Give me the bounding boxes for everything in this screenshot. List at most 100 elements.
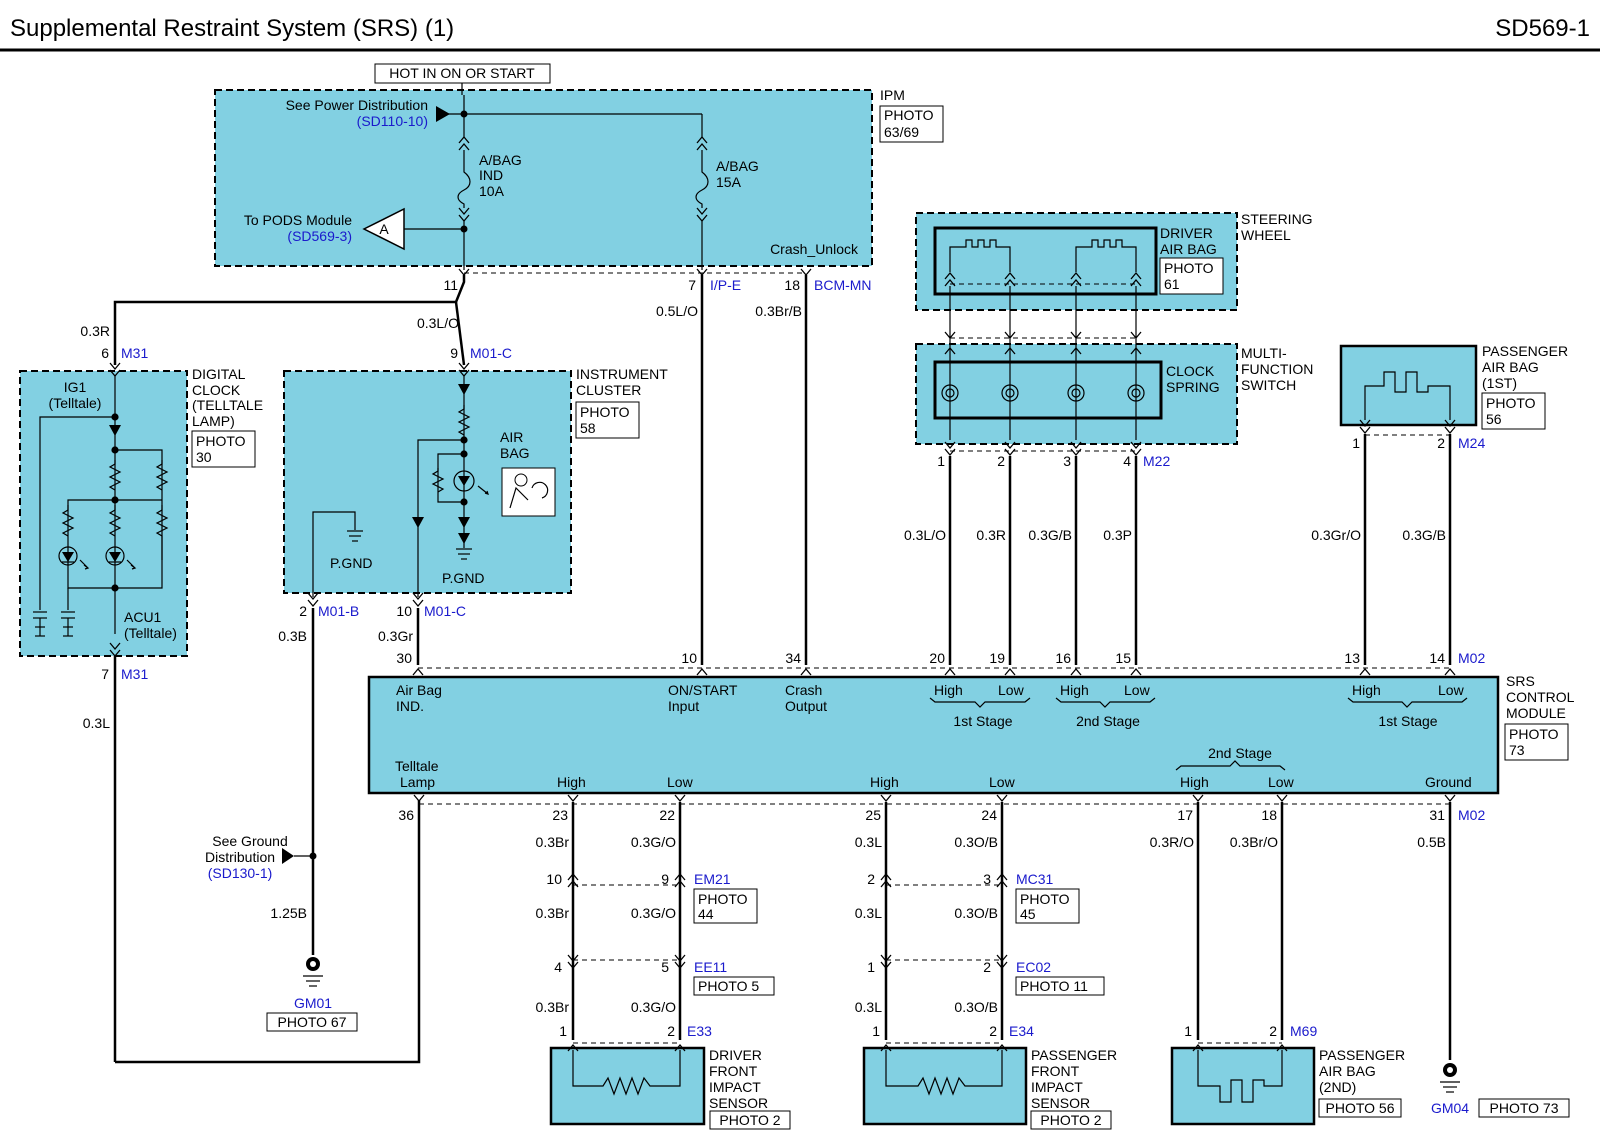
svg-text:PHOTO: PHOTO: [196, 433, 246, 449]
svg-text:0.3R/O: 0.3R/O: [1150, 834, 1194, 850]
ipm-label: IPM: [880, 87, 905, 103]
svg-text:34: 34: [785, 650, 801, 666]
svg-text:ACU1: ACU1: [124, 609, 162, 625]
page-code: SD569-1: [1495, 15, 1590, 42]
see-power-label: See Power Distribution: [286, 97, 428, 113]
svg-text:Air Bag: Air Bag: [396, 682, 442, 698]
svg-text:High: High: [1180, 774, 1209, 790]
svg-text:SWITCH: SWITCH: [1241, 377, 1296, 393]
svg-text:PHOTO 56: PHOTO 56: [1326, 1100, 1395, 1116]
svg-text:LAMP): LAMP): [192, 413, 235, 429]
svg-text:M02: M02: [1458, 650, 1485, 666]
svg-text:Distribution: Distribution: [205, 849, 275, 865]
svg-text:(TELLTALE: (TELLTALE: [192, 397, 263, 413]
svg-text:4: 4: [1123, 453, 1131, 469]
svg-text:13: 13: [1344, 650, 1360, 666]
svg-text:Output: Output: [785, 698, 827, 714]
power-ref: (SD110-10): [357, 113, 428, 129]
svg-text:CLOCK: CLOCK: [192, 382, 241, 398]
svg-text:2: 2: [299, 603, 307, 619]
svg-text:22: 22: [659, 807, 675, 823]
svg-text:DRIVER: DRIVER: [709, 1047, 762, 1063]
svg-text:73: 73: [1509, 742, 1525, 758]
svg-text:FRONT: FRONT: [1031, 1063, 1080, 1079]
svg-text:6: 6: [101, 345, 109, 361]
svg-text:0.3Br: 0.3Br: [536, 834, 570, 850]
svg-text:E34: E34: [1009, 1023, 1034, 1039]
svg-text:0.5L/O: 0.5L/O: [656, 303, 698, 319]
svg-text:M01-C: M01-C: [470, 345, 512, 361]
svg-text:M01-C: M01-C: [424, 603, 466, 619]
svg-text:30: 30: [396, 650, 412, 666]
svg-text:AIR BAG: AIR BAG: [1482, 359, 1539, 375]
svg-text:DIGITAL: DIGITAL: [192, 366, 246, 382]
passenger-air-bag-1st: [1339, 344, 1478, 427]
svg-text:A/BAG: A/BAG: [479, 152, 522, 168]
svg-text:P.GND: P.GND: [330, 555, 373, 571]
svg-text:High: High: [934, 682, 963, 698]
svg-text:INSTRUMENT: INSTRUMENT: [576, 366, 668, 382]
pods-ref: (SD569-3): [287, 228, 352, 244]
svg-text:Low: Low: [667, 774, 694, 790]
svg-text:15: 15: [1115, 650, 1131, 666]
passenger-air-bag-2nd: [1170, 1046, 1316, 1126]
page-title: Supplemental Restraint System (SRS) (1): [10, 15, 454, 42]
svg-text:2: 2: [667, 1023, 675, 1039]
svg-text:0.3R: 0.3R: [80, 323, 110, 339]
svg-text:0.3L: 0.3L: [855, 999, 882, 1015]
svg-text:PHOTO 11: PHOTO 11: [1020, 978, 1088, 994]
svg-text:1st Stage: 1st Stage: [953, 713, 1012, 729]
svg-text:0.3G/O: 0.3G/O: [631, 834, 676, 850]
svg-text:SRS: SRS: [1506, 673, 1535, 689]
svg-text:10: 10: [546, 871, 562, 887]
svg-text:IMPACT: IMPACT: [1031, 1079, 1083, 1095]
svg-text:2: 2: [867, 871, 875, 887]
svg-text:I/P-E: I/P-E: [710, 277, 741, 293]
svg-text:MC31: MC31: [1016, 871, 1054, 887]
svg-text:M31: M31: [121, 666, 148, 682]
svg-text:2: 2: [1437, 435, 1445, 451]
svg-text:0.3Br: 0.3Br: [536, 999, 570, 1015]
svg-text:18: 18: [1261, 807, 1277, 823]
svg-text:0.3Br: 0.3Br: [536, 905, 570, 921]
svg-text:0.3O/B: 0.3O/B: [954, 999, 998, 1015]
svg-text:30: 30: [196, 449, 212, 465]
svg-text:P.GND: P.GND: [442, 570, 485, 586]
svg-text:1: 1: [1184, 1023, 1192, 1039]
svg-text:63/69: 63/69: [884, 124, 919, 140]
svg-text:14: 14: [1429, 650, 1445, 666]
svg-text:GM04: GM04: [1431, 1100, 1469, 1116]
svg-text:(Telltale): (Telltale): [49, 395, 102, 411]
svg-text:PHOTO: PHOTO: [580, 404, 630, 420]
svg-text:2: 2: [997, 453, 1005, 469]
svg-text:44: 44: [698, 906, 714, 922]
svg-text:DRIVER: DRIVER: [1160, 225, 1213, 241]
svg-text:FUNCTION: FUNCTION: [1241, 361, 1313, 377]
pods-label: To PODS Module: [244, 212, 352, 228]
svg-text:2: 2: [983, 959, 991, 975]
svg-text:7: 7: [101, 666, 109, 682]
svg-text:PHOTO 67: PHOTO 67: [278, 1014, 347, 1030]
svg-text:Low: Low: [1438, 682, 1465, 698]
svg-text:SPRING: SPRING: [1166, 379, 1220, 395]
svg-text:MODULE: MODULE: [1506, 705, 1566, 721]
svg-text:Low: Low: [998, 682, 1025, 698]
svg-text:PHOTO: PHOTO: [1486, 395, 1536, 411]
svg-text:3: 3: [1063, 453, 1071, 469]
svg-text:24: 24: [981, 807, 997, 823]
svg-text:58: 58: [580, 420, 596, 436]
svg-text:WHEEL: WHEEL: [1241, 227, 1291, 243]
svg-text:GM01: GM01: [294, 995, 332, 1011]
svg-text:11: 11: [443, 277, 458, 293]
svg-text:STEERING: STEERING: [1241, 211, 1313, 227]
svg-text:PHOTO 5: PHOTO 5: [698, 978, 759, 994]
svg-text:45: 45: [1020, 906, 1036, 922]
svg-text:BCM-MN: BCM-MN: [814, 277, 872, 293]
svg-text:PHOTO: PHOTO: [1509, 726, 1559, 742]
svg-text:7: 7: [688, 277, 696, 293]
svg-text:CLUSTER: CLUSTER: [576, 382, 641, 398]
svg-text:0.3L/O: 0.3L/O: [417, 315, 459, 331]
svg-text:Input: Input: [668, 698, 699, 714]
svg-text:16: 16: [1055, 650, 1071, 666]
